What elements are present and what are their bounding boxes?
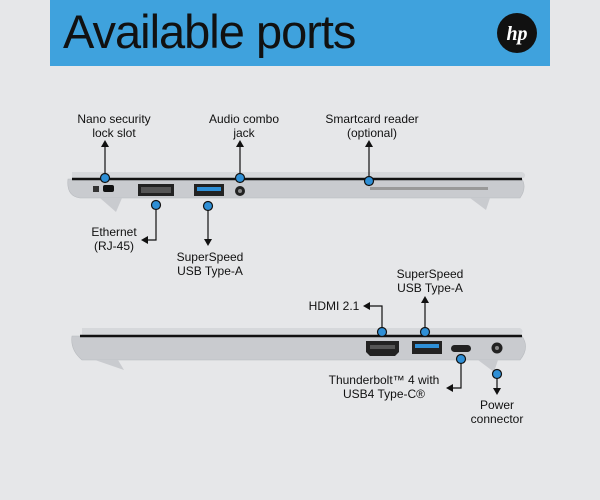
label-thunderbolt: Thunderbolt™ 4 with USB4 Type-C® — [328, 373, 440, 401]
callout-thunderbolt — [446, 353, 467, 392]
callout-hdmi — [363, 302, 388, 338]
ethernet-port — [138, 184, 174, 196]
callout-smartcard — [363, 140, 375, 187]
audio-jack-port — [235, 186, 245, 196]
title-banner: Available ports hp — [50, 0, 550, 66]
hp-logo-text: hp — [506, 23, 527, 45]
label-nano-lock: Nano security lock slot — [77, 112, 151, 140]
callout-audio — [234, 140, 246, 184]
label-smartcard: Smartcard reader (optional) — [325, 112, 419, 140]
thunderbolt-port — [451, 345, 471, 352]
callout-power — [491, 368, 503, 395]
label-ethernet: Ethernet (RJ-45) — [91, 225, 137, 253]
callout-nano-lock — [99, 140, 111, 184]
usb-a-port-left — [194, 184, 224, 196]
callout-usb-a-left — [202, 200, 214, 246]
label-hdmi: HDMI 2.1 — [308, 299, 360, 313]
diagram-panel — [50, 66, 550, 500]
power-connector-port — [491, 342, 503, 354]
page-title: Available ports — [63, 5, 356, 58]
laptop-left-side — [67, 172, 526, 212]
label-usb-a-left: SuperSpeed USB Type-A — [176, 250, 244, 278]
callout-usb-a-right — [419, 296, 431, 338]
smartcard-slot-port — [370, 187, 488, 190]
nano-lock-slot-port — [93, 185, 114, 192]
hdmi-port — [366, 341, 399, 356]
hp-logo-icon: hp — [497, 13, 537, 53]
label-power: Power connector — [470, 398, 524, 426]
usb-a-port-right — [412, 341, 442, 354]
callout-ethernet — [141, 199, 162, 244]
label-audio-jack: Audio combo jack — [208, 112, 280, 140]
label-usb-a-right: SuperSpeed USB Type-A — [396, 267, 464, 295]
